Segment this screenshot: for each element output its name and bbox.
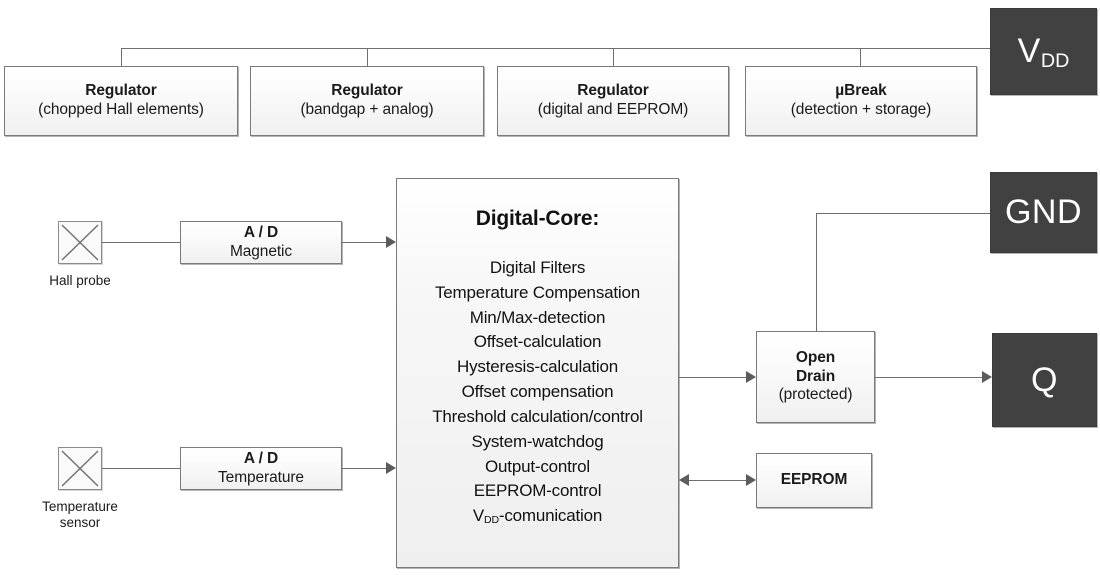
temperature-sensor-label: Temperature sensor <box>42 499 118 531</box>
regulator-2-subtitle: (bandgap + analog) <box>300 101 434 118</box>
open-drain-block[interactable]: Open Drain (protected) <box>756 331 875 423</box>
vdd-pad-label: VDD <box>1017 32 1070 72</box>
hall-probe-to-adc-wire <box>102 242 180 243</box>
regulator-block-chopped-hall[interactable]: Regulator (chopped Hall elements) <box>4 66 238 136</box>
adc-temperature-to-core-arrow <box>386 462 396 474</box>
core-to-eeprom-wire <box>689 480 746 481</box>
adc-magnetic-to-core-arrow <box>386 236 396 248</box>
regulator-1-title: Regulator <box>85 82 157 100</box>
vdd-drop-wire-2 <box>367 48 368 66</box>
eeprom-block[interactable]: EEPROM <box>756 453 872 508</box>
digital-core-block[interactable]: Digital-Core: Digital Filters Temperatur… <box>396 178 679 568</box>
regulator-block-digital-eeprom[interactable]: Regulator (digital and EEPROM) <box>497 66 729 136</box>
digital-core-function-list: Digital Filters Temperature Compensation… <box>432 256 643 529</box>
vdd-drop-wire-4 <box>860 48 861 66</box>
adc-temperature-subtitle: Temperature <box>218 468 304 486</box>
temperature-sensor[interactable] <box>58 447 102 490</box>
regulator-1-subtitle: (chopped Hall elements) <box>38 101 204 118</box>
open-drain-line2: Drain <box>795 367 836 385</box>
gnd-to-open-drain-vertical-wire <box>816 213 817 331</box>
gnd-to-open-drain-horizontal-wire <box>816 213 991 214</box>
core-function-item: Output-control <box>485 456 590 476</box>
open-drain-line1: Open <box>795 348 836 366</box>
vdd-bus-horizontal-wire <box>121 48 990 49</box>
ubreak-title: µBreak <box>835 82 887 100</box>
core-function-item: System-watchdog <box>471 431 604 451</box>
q-pad-label: Q <box>1031 360 1058 399</box>
digital-core-title: Digital-Core: <box>475 207 600 230</box>
core-to-eeprom-arrow-right <box>746 474 756 486</box>
adc-magnetic-subtitle: Magnetic <box>229 242 293 260</box>
open-drain-to-q-arrow <box>982 371 992 383</box>
core-function-item: Threshold calculation/control <box>432 406 643 426</box>
core-function-item: Offset-calculation <box>473 332 602 352</box>
vdd-drop-wire-1 <box>121 48 122 66</box>
regulator-2-title: Regulator <box>331 82 403 100</box>
hall-probe-label: Hall probe <box>49 273 111 288</box>
adc-magnetic-block[interactable]: A / D Magnetic <box>180 221 342 264</box>
cross-box-icon <box>61 224 99 261</box>
open-drain-to-q-wire <box>875 377 982 378</box>
eeprom-label: EEPROM <box>780 471 848 489</box>
open-drain-line3: (protected) <box>778 386 853 404</box>
regulator-3-subtitle: (digital and EEPROM) <box>537 101 689 118</box>
regulator-block-bandgap-analog[interactable]: Regulator (bandgap + analog) <box>250 66 484 136</box>
core-to-open-drain-wire <box>679 377 746 378</box>
core-to-eeprom-arrow-left <box>679 474 689 486</box>
gnd-pad-label: GND <box>1004 193 1083 231</box>
core-function-item: Digital Filters <box>489 258 586 277</box>
adc-magnetic-to-core-wire <box>342 242 386 243</box>
q-pad[interactable]: Q <box>992 333 1097 427</box>
adc-temperature-title: A / D <box>243 449 279 467</box>
adc-temperature-block[interactable]: A / D Temperature <box>180 447 342 490</box>
vdd-pad[interactable]: VDD <box>990 8 1097 95</box>
vdd-drop-wire-3 <box>613 48 614 66</box>
core-function-item: Min/Max-detection <box>469 307 606 327</box>
ubreak-block[interactable]: µBreak (detection + storage) <box>745 66 977 136</box>
gnd-pad[interactable]: GND <box>990 172 1097 253</box>
regulator-3-title: Regulator <box>577 82 649 100</box>
cross-box-icon <box>61 450 99 487</box>
adc-temperature-to-core-wire <box>342 468 386 469</box>
core-function-item: Temperature Compensation <box>435 282 640 302</box>
core-to-open-drain-arrow <box>746 371 756 383</box>
adc-magnetic-title: A / D <box>243 223 279 241</box>
core-function-item: Hysteresis-calculation <box>457 357 618 377</box>
core-function-item: Offset compensation <box>461 382 614 402</box>
temperature-sensor-to-adc-wire <box>102 468 180 469</box>
hall-probe-sensor[interactable] <box>58 221 102 264</box>
ubreak-subtitle: (detection + storage) <box>790 101 932 118</box>
core-function-item-vdd: VDD-comunication <box>472 506 603 527</box>
core-function-item: EEPROM-control <box>473 481 602 501</box>
